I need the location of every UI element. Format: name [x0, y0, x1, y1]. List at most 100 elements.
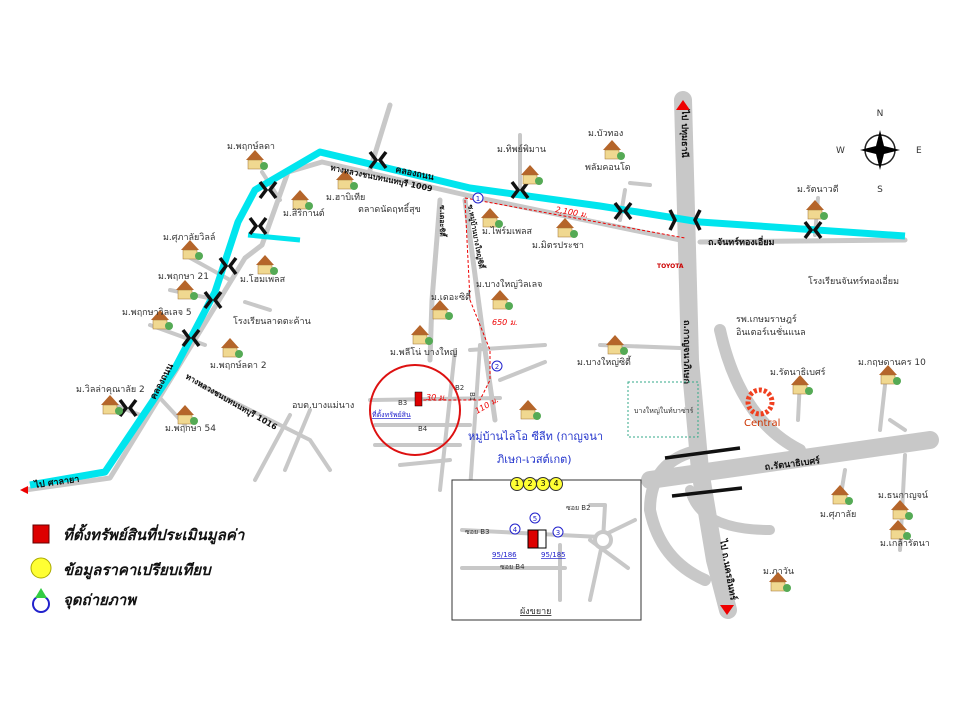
soi-label: B1	[468, 392, 476, 401]
place-label: ม.พฤกษาวิลเลจ 5	[122, 307, 192, 318]
place-label: โรงเรียนลาดตะค้าน	[233, 316, 311, 327]
soi-label: B2	[455, 384, 464, 392]
road-label-salaya: ไป ศาลายา	[33, 473, 80, 491]
place-label: อินเตอร์เนชั่นแนล	[736, 325, 806, 338]
place-label: ม.สิริกานต์	[283, 207, 325, 219]
comparable-marker: 2	[523, 477, 537, 491]
arrow-north-icon	[676, 100, 690, 110]
house-icon	[891, 500, 913, 520]
house-icon	[806, 200, 828, 220]
route-path	[420, 197, 686, 401]
house-icon	[879, 365, 901, 385]
house-icon	[769, 572, 791, 592]
place-label: รพ.เกษมราษฎร์	[736, 313, 797, 325]
compass-e: E	[916, 146, 922, 156]
central-label: Central	[744, 418, 780, 429]
house-icon	[606, 335, 628, 355]
house-icon	[151, 310, 173, 330]
photo-point-number: 4	[513, 526, 518, 534]
bridges	[118, 150, 823, 498]
legend: ที่ตั้งทรัพย์สินที่ประเมินมูลค่า ข้อมูลร…	[30, 523, 246, 613]
place-label: ม.โฮมเพลส	[240, 274, 286, 285]
soi-label: B3	[398, 399, 407, 407]
house-icon	[519, 400, 541, 420]
soi-label: ซอย B2	[566, 504, 591, 512]
inset-title: ผังขยาย	[520, 607, 551, 617]
place-label: ม.ภาวัน	[763, 567, 794, 577]
legend-item-comparable: ข้อมูลราคาเปรียบเทียบ	[30, 557, 212, 580]
place-label: ม.รัตนาธิเบศร์	[770, 366, 826, 378]
road-label-kanchana: ถ.กาญจนาภิเษก	[681, 320, 692, 384]
place-label: ม.รัตนาวดี	[797, 184, 839, 195]
house-icon	[176, 280, 198, 300]
place-label: อบต.บางแม่นาง	[292, 401, 354, 411]
place-label: ม.เกล้ารัตนา	[880, 538, 930, 549]
distance-label: 30 ม.	[426, 393, 447, 402]
house-icon	[791, 375, 813, 395]
legend-label: จุดถ่ายภาพ	[63, 591, 138, 610]
distance-label: 650 ม.	[492, 318, 518, 327]
place-label: ม.พฤกษ์ลดา 2	[210, 359, 267, 371]
address-label: 95/185	[541, 551, 566, 559]
comparable-marker: 4	[549, 477, 563, 491]
house-icon	[336, 170, 358, 190]
house-icon	[246, 150, 268, 170]
arrow-south-icon	[720, 605, 734, 615]
compass-n: N	[877, 109, 884, 119]
house-icon	[291, 190, 313, 210]
house-icon	[521, 165, 543, 185]
photo-point-icon: 2	[491, 360, 503, 372]
comparable-marker: 3	[536, 477, 550, 491]
house-icon	[556, 218, 578, 238]
place-label: ม.พฤกษา 54	[165, 424, 216, 434]
house-icon	[889, 520, 911, 540]
place-labels: ม.พฤกษ์ลดา ม.สิริกานต์ ม.ฮาบิเทีย ตลาดนั…	[76, 129, 930, 577]
photo-point-icon: 1	[472, 192, 484, 204]
house-icon	[831, 485, 853, 505]
subject-village-label: หมู่บ้านไลโอ ซีลีท (กาญจนา	[468, 429, 603, 443]
place-label: ม.บางใหญ่ซิตี้	[577, 355, 632, 368]
legend-item-subject: ที่ตั้งทรัพย์สินที่ประเมินมูลค่า	[32, 523, 246, 545]
central-logo-icon	[745, 387, 775, 417]
place-label: ม.ทิพย์พิมาน	[497, 143, 546, 155]
place-label: ม.ธนกาญจน์	[878, 489, 928, 501]
legend-label: ข้อมูลราคาเปรียบเทียบ	[63, 561, 212, 580]
inset-map: ซอย B2 ซอย B3 ซอย B4 95/186 95/185 3 4 5…	[451, 479, 642, 621]
subject-label: ที่ตั้งทรัพย์สิน	[372, 408, 411, 419]
arrow-west-icon	[20, 486, 28, 494]
legend-label: ที่ตั้งทรัพย์สินที่ประเมินมูลค่า	[63, 523, 246, 545]
village-icons	[101, 140, 913, 592]
address-label: 95/186	[492, 551, 517, 559]
toyota-label: TOYOTA	[657, 263, 684, 270]
subject-area-circle	[369, 364, 461, 456]
house-icon	[603, 140, 625, 160]
road-label-soi-the-city: ซ.เดอะซิตี้	[438, 205, 449, 238]
soi-label: ซอย B4	[500, 563, 525, 571]
place-label: ม.ศุภาลัยวิลล์	[163, 231, 215, 243]
canal-branch	[247, 232, 301, 243]
compass-icon: N S E W	[836, 109, 922, 195]
place-label: ม.เดอะซิตี้	[431, 290, 472, 303]
house-icon	[411, 325, 433, 345]
house-icon	[101, 395, 123, 415]
place-label: ม.บางใหญ่วิลเลจ	[476, 279, 542, 290]
photo-point-number: 5	[533, 515, 537, 523]
road-label-pathum: ไป ปทุมธานี	[679, 109, 691, 158]
place-label: ม.ศุภาลัย	[820, 510, 856, 520]
compass-w: W	[836, 146, 845, 156]
place-label: ม.พฤกษ์ลดา	[227, 140, 275, 152]
comparable-marker: 1	[510, 477, 524, 491]
house-icon	[256, 255, 278, 275]
subject-property-icon	[414, 391, 423, 407]
place-label: ตลาดนัดฤทธิ์สุข	[358, 202, 421, 215]
soi-label: B4	[418, 425, 428, 433]
bazaar-area	[627, 381, 699, 438]
house-icon	[491, 290, 513, 310]
canal	[29, 148, 906, 489]
compass-s: S	[877, 185, 883, 195]
house-icon	[181, 240, 203, 260]
place-label: ม.กฤษดานคร 10	[858, 358, 926, 368]
place-label: ม.ฮาบิเทีย	[326, 192, 365, 203]
place-label: ม.พฤกษา 21	[158, 272, 209, 282]
